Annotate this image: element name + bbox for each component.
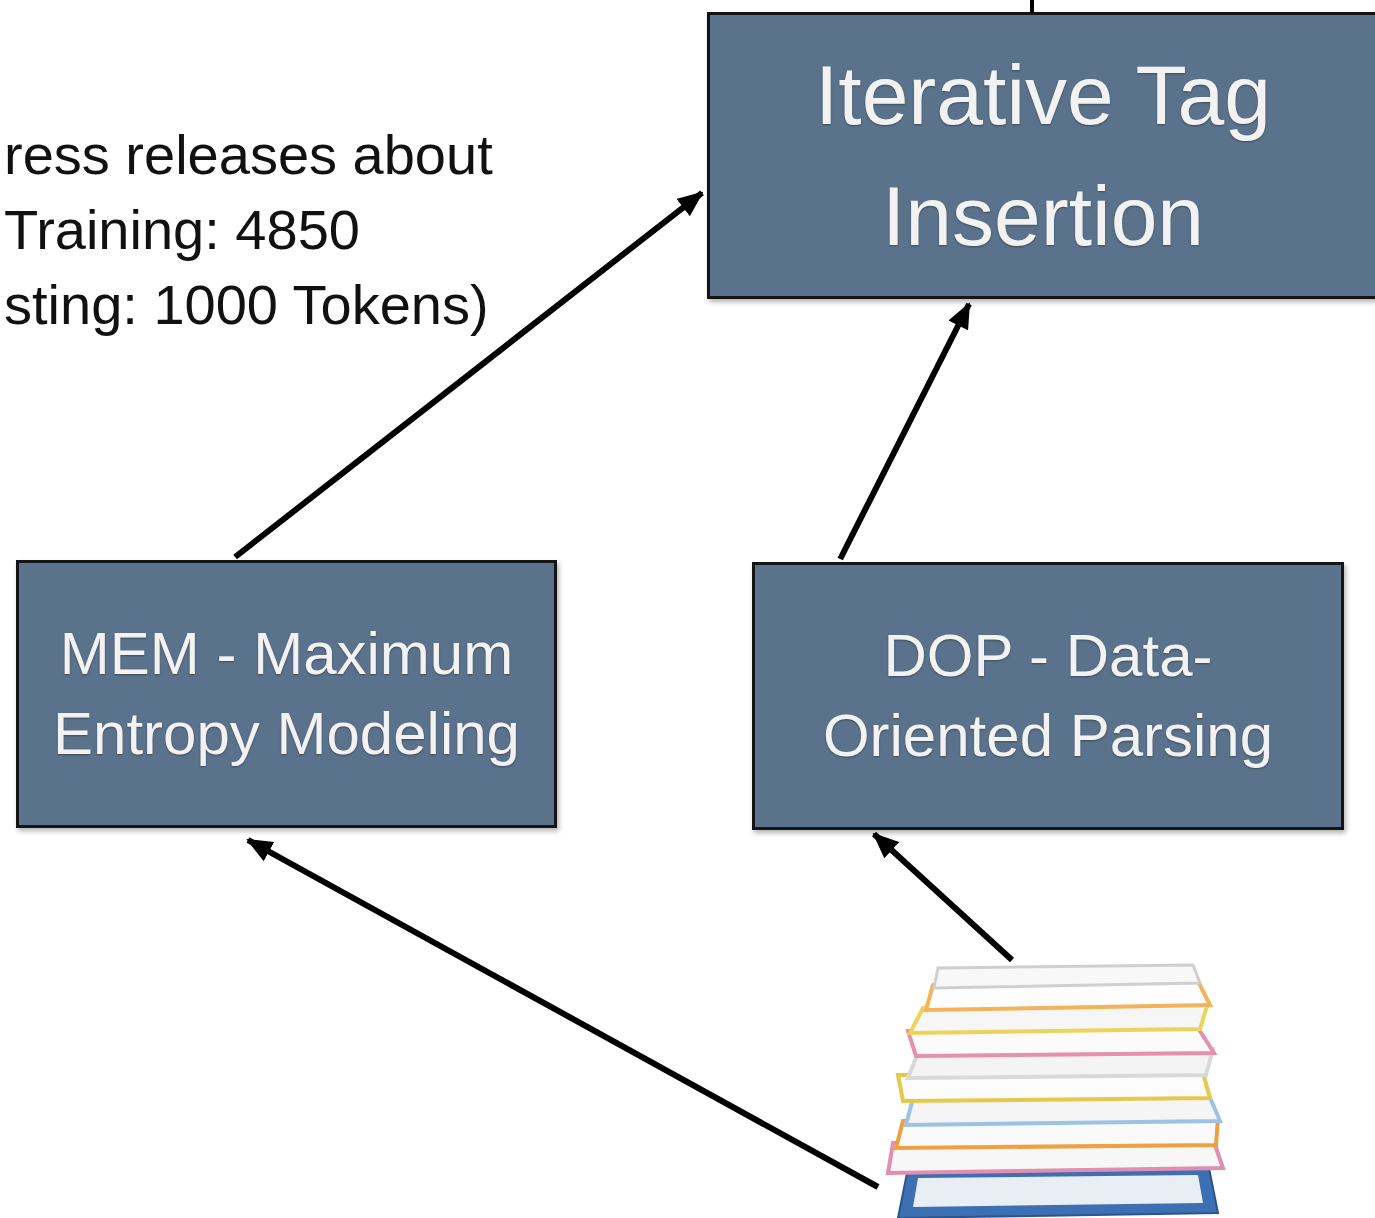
source-arrow	[874, 834, 1012, 960]
box-label: DOP - Data-Oriented Parsing	[795, 616, 1301, 776]
box-label: Iterative Tag Insertion	[750, 35, 1336, 275]
process-box: Iterative Tag Insertion	[707, 12, 1375, 299]
box-content: DOP - Data-Oriented Parsing	[795, 616, 1301, 776]
document-stack	[878, 963, 1235, 1218]
process-box: DOP - Data-Oriented Parsing	[752, 562, 1344, 830]
top-line	[1030, 0, 1034, 12]
box-content: Iterative Tag Insertion	[750, 35, 1336, 275]
source-arrow	[248, 840, 878, 1187]
box-content: MEM - Maximum Entropy Modeling	[49, 614, 524, 774]
box-label: MEM - Maximum Entropy Modeling	[49, 614, 524, 774]
flow-arrow	[840, 304, 969, 559]
process-box: MEM - Maximum Entropy Modeling	[16, 560, 557, 828]
note-text: ress releases about Training: 4850 sting…	[4, 117, 504, 342]
